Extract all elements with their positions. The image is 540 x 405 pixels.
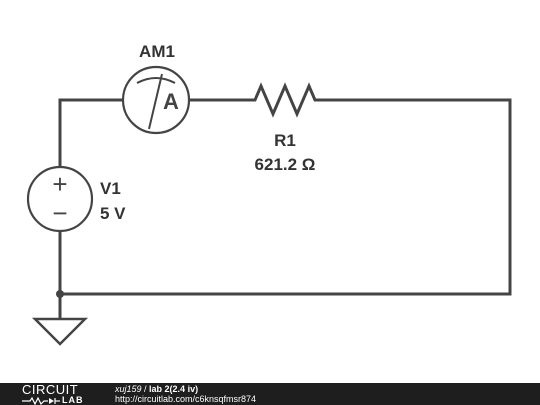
author-link[interactable]: xuj159	[115, 384, 142, 394]
resistor-r1	[246, 82, 324, 118]
wire-top-left	[58, 98, 124, 169]
ground-symbol	[31, 317, 89, 346]
resistor-label: R1	[274, 131, 296, 150]
footer-bar: CIRCUIT LAB xuj159 / lab 2(2.4 iv) http:…	[0, 383, 540, 405]
logo-bottom-row: LAB	[22, 395, 92, 405]
source-value: 5 V	[100, 204, 126, 223]
junction-dot	[56, 290, 64, 298]
circuit-url[interactable]: http://circuitlab.com/c6knsqfmsr874	[115, 394, 257, 404]
source-plus-sign: +	[52, 169, 67, 199]
circuit-title[interactable]: lab 2(2.4 iv)	[149, 384, 199, 394]
ammeter-label: AM1	[139, 42, 175, 61]
logo-text-circuit: CIRCUIT	[22, 382, 79, 397]
author-title-line: xuj159 / lab 2(2.4 iv)	[115, 384, 256, 394]
logo-resistor-icon	[22, 397, 60, 405]
source-label: V1	[100, 179, 121, 198]
circuit-metadata: xuj159 / lab 2(2.4 iv) http://circuitlab…	[115, 384, 256, 404]
circuitlab-logo[interactable]: CIRCUIT LAB	[22, 383, 92, 405]
wire-right-loop	[58, 98, 512, 296]
ammeter-am1: A	[121, 65, 191, 135]
logo-text-lab: LAB	[62, 395, 84, 405]
source-minus-sign: −	[52, 198, 67, 228]
ammeter-symbol: A	[163, 89, 179, 114]
title-separator: /	[141, 384, 150, 394]
resistor-value: 621.2 Ω	[255, 155, 316, 174]
circuit-schematic: A AM1 R1 621.2 Ω + − V1 5 V	[26, 42, 512, 346]
voltage-source-v1: + −	[26, 165, 94, 233]
